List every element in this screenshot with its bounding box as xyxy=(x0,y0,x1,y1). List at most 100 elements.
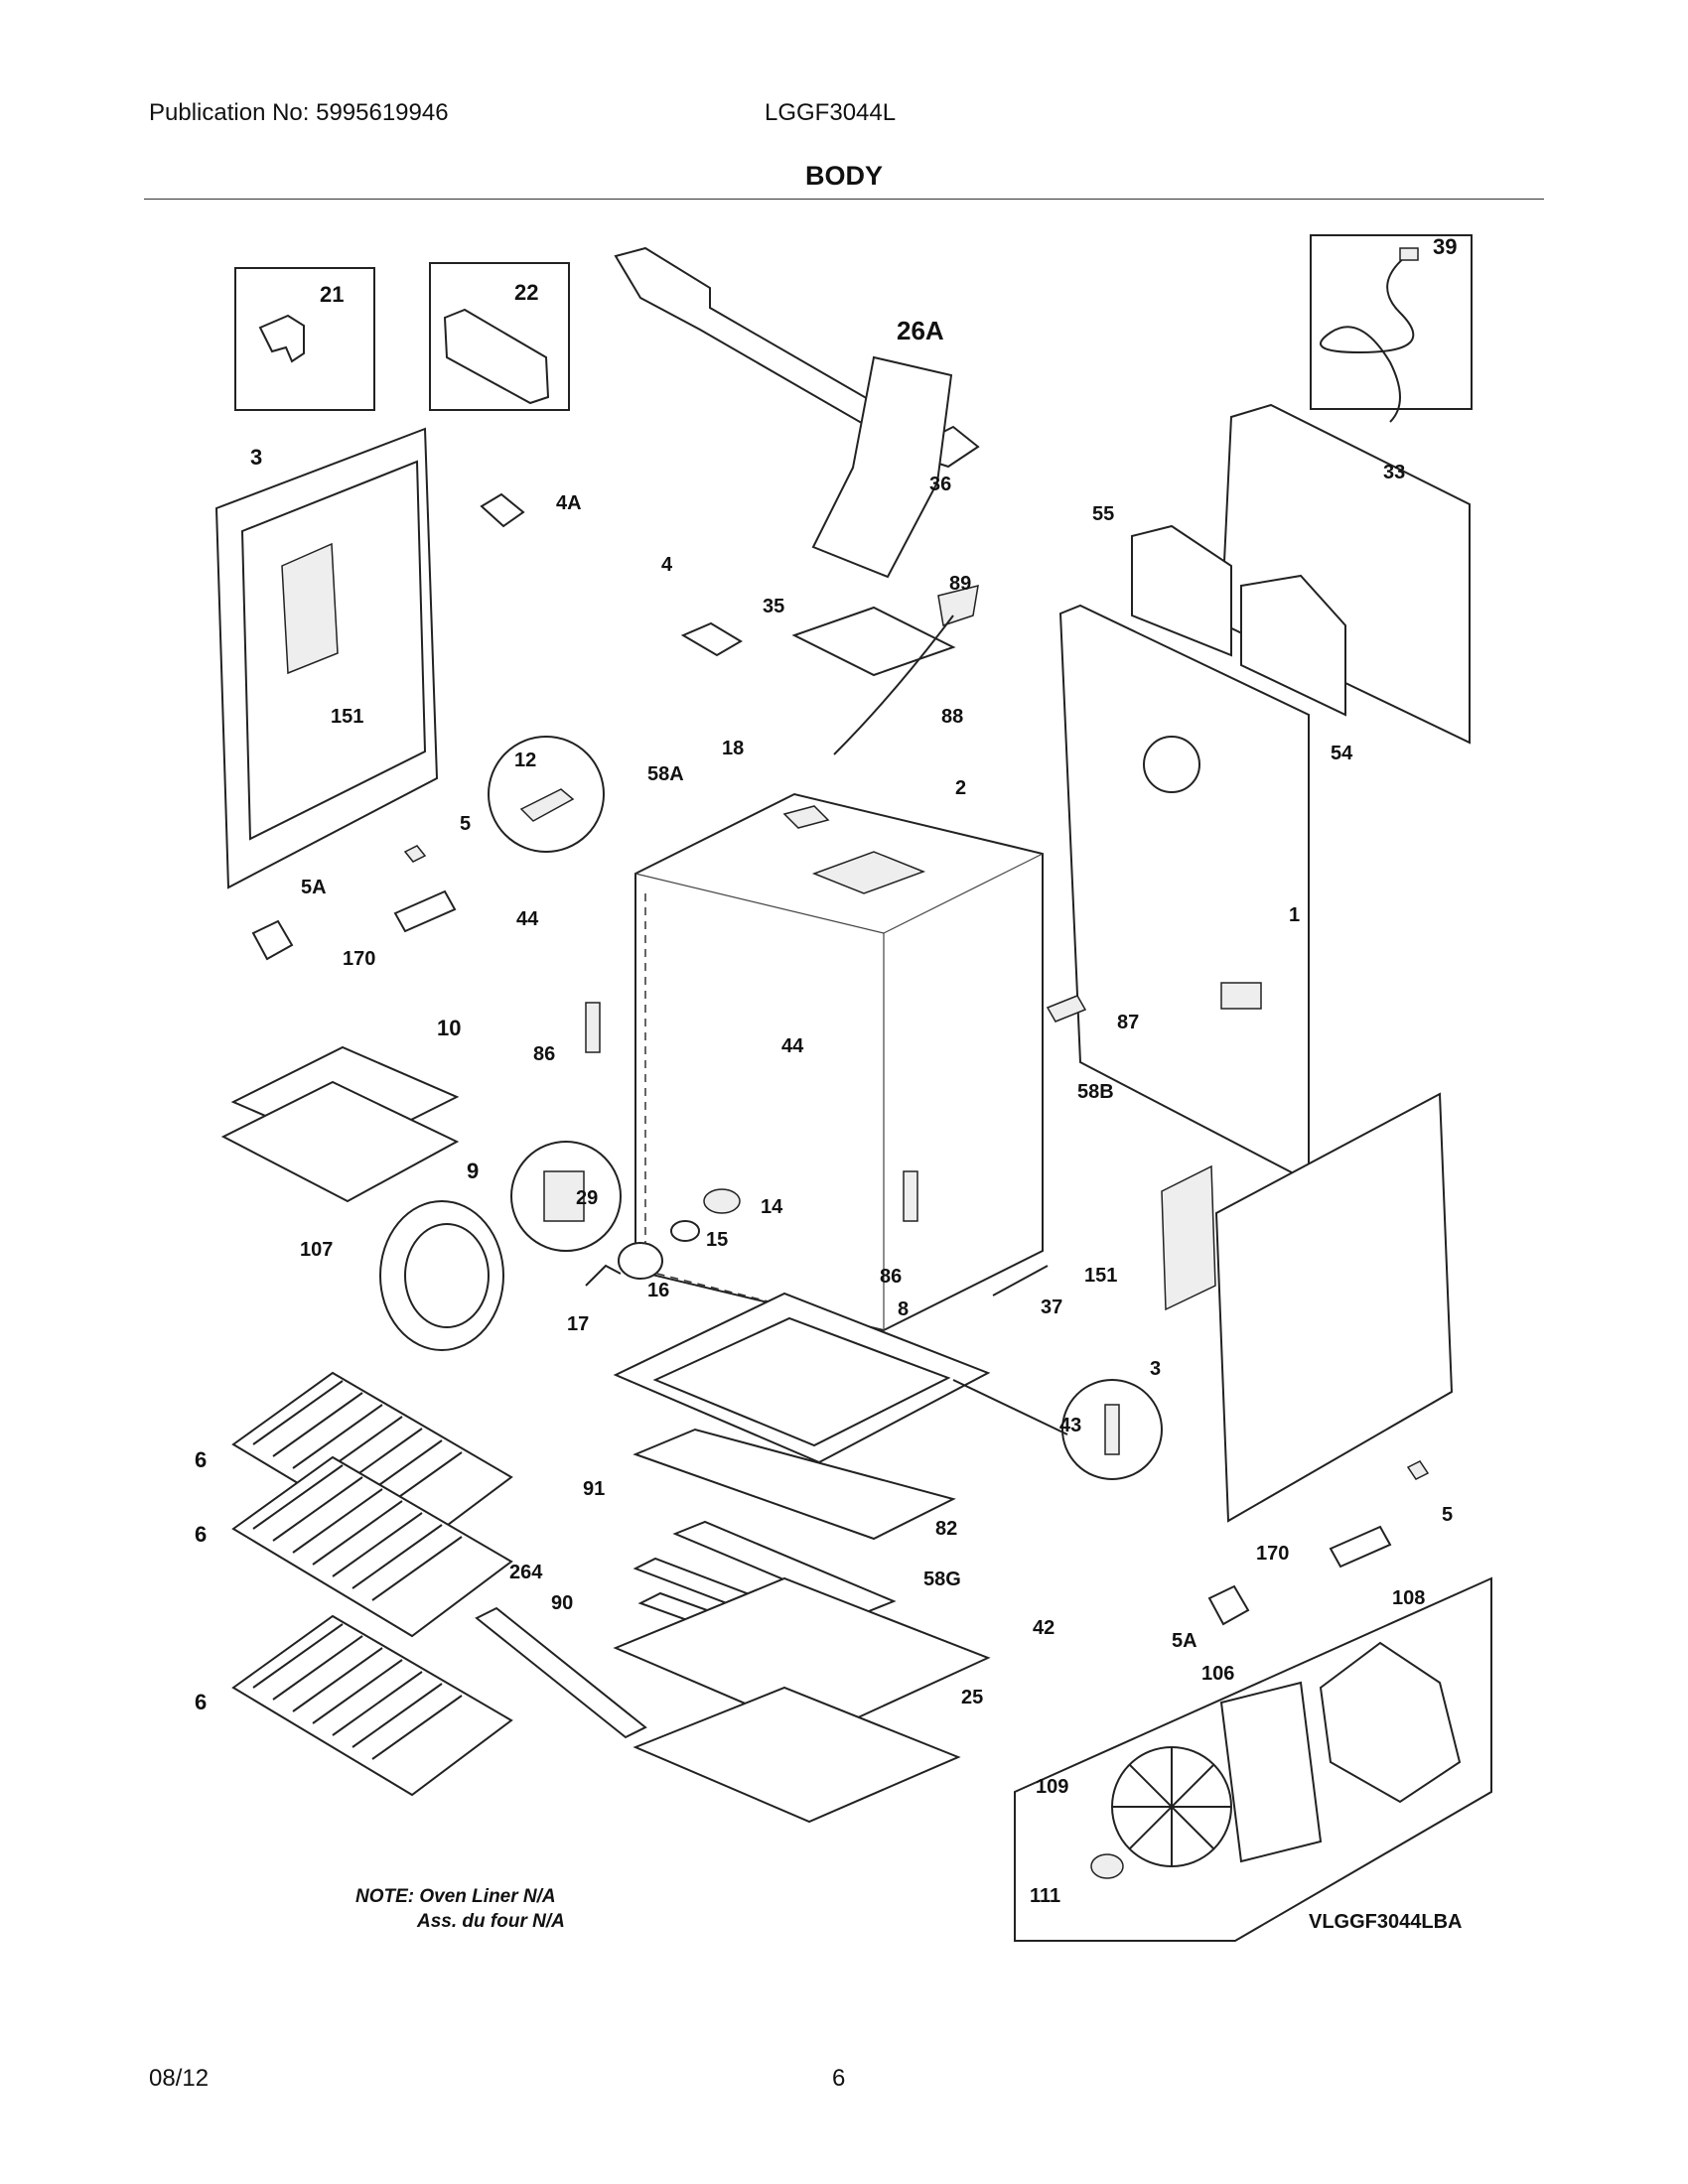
part-86-bracket-left xyxy=(585,1002,601,1053)
part-39-plug xyxy=(1399,247,1419,261)
callout-151-right: 151 xyxy=(1084,1265,1117,1287)
part-8-oven-bottom xyxy=(613,1292,991,1464)
callout-4: 4 xyxy=(661,554,673,576)
callout-58G: 58G xyxy=(923,1569,961,1590)
callout-109: 109 xyxy=(1036,1776,1068,1798)
callout-21: 21 xyxy=(320,282,344,307)
callout-39: 39 xyxy=(1433,234,1457,259)
part-5A-leveler-left xyxy=(251,919,294,961)
callout-18: 18 xyxy=(722,738,744,759)
part-18-retainer xyxy=(782,805,830,829)
callout-89: 89 xyxy=(949,573,971,595)
callout-16: 16 xyxy=(647,1280,669,1301)
part-12-detail-circle xyxy=(488,736,605,853)
part-43-leader-line xyxy=(952,1379,1068,1435)
part-29-light-switch xyxy=(543,1170,585,1222)
callout-3-right: 3 xyxy=(1150,1358,1161,1380)
callout-264: 264 xyxy=(509,1562,543,1583)
part-54-bracket xyxy=(1240,574,1346,717)
callout-3-left: 3 xyxy=(250,445,262,470)
part-87-tape xyxy=(1046,995,1087,1023)
part-35-gasket xyxy=(791,606,956,677)
part-37-wire xyxy=(992,1265,1049,1297)
part-6-oven-rack-2 xyxy=(231,1455,513,1638)
part-55-cover xyxy=(1131,524,1232,657)
part-22-bracket xyxy=(443,308,550,405)
callout-5-right: 5 xyxy=(1442,1504,1453,1526)
callout-5A-right: 5A xyxy=(1172,1630,1197,1652)
part-14-socket xyxy=(703,1188,741,1214)
callout-6-upper: 6 xyxy=(195,1447,207,1472)
part-5A-leveler-right xyxy=(1207,1584,1250,1626)
part-9-broiler-pan xyxy=(220,1080,460,1203)
callout-111: 111 xyxy=(1030,1885,1060,1907)
callout-43: 43 xyxy=(1059,1415,1081,1436)
part-4-clip xyxy=(680,621,743,657)
part-107-fan-grille xyxy=(404,1223,490,1328)
callout-35: 35 xyxy=(763,596,784,617)
callout-1: 1 xyxy=(1289,904,1300,926)
part-106-motor-bracket xyxy=(1219,1681,1323,1863)
publication-number: Publication No: 5995619946 xyxy=(149,99,449,126)
oven-cavity-top-edge xyxy=(883,853,1044,934)
callout-44-lower: 44 xyxy=(781,1035,804,1057)
callout-44-upper: 44 xyxy=(516,908,539,930)
callout-86-left: 86 xyxy=(533,1043,555,1065)
section-title: BODY xyxy=(804,161,883,191)
callout-5A-left: 5A xyxy=(301,877,327,898)
callout-58B: 58B xyxy=(1077,1081,1114,1103)
part-1-rear-panel xyxy=(1058,604,1310,1183)
part-151-left-bracket xyxy=(281,542,339,675)
part-6-rack-1-wires xyxy=(252,1380,463,1517)
callout-170-right: 170 xyxy=(1256,1543,1289,1565)
note-oven-liner-french: Ass. du four N/A xyxy=(417,1911,565,1932)
part-25-floor-panel xyxy=(633,1686,961,1824)
callout-55: 55 xyxy=(1092,503,1114,525)
part-21-clip xyxy=(258,314,305,363)
callout-15: 15 xyxy=(706,1229,728,1251)
footer-date: 08/12 xyxy=(149,2065,210,2092)
callout-108: 108 xyxy=(1392,1587,1425,1609)
part-4A-clip xyxy=(480,492,525,528)
part-264-bracket xyxy=(475,1606,647,1739)
callout-6-middle: 6 xyxy=(195,1522,207,1547)
part-6-oven-rack-3 xyxy=(231,1614,513,1797)
callout-58A: 58A xyxy=(647,763,684,785)
callout-106: 106 xyxy=(1201,1663,1234,1685)
part-6-rack-3-wires xyxy=(252,1623,463,1760)
callout-22: 22 xyxy=(514,280,538,305)
callout-14: 14 xyxy=(761,1196,783,1218)
part-111-nut xyxy=(1090,1853,1124,1879)
callout-33: 33 xyxy=(1383,462,1405,483)
part-170-bracket-left xyxy=(393,889,457,933)
callout-10: 10 xyxy=(437,1016,461,1040)
part-5-screw-left xyxy=(403,845,427,863)
callout-107: 107 xyxy=(300,1239,333,1261)
part-43-screw xyxy=(1104,1404,1120,1455)
part-39-power-cord xyxy=(1320,252,1415,423)
callout-9: 9 xyxy=(467,1159,479,1183)
header-rule xyxy=(144,199,1544,200)
part-3-right-side-panel xyxy=(1214,1092,1454,1523)
footer-page-number: 6 xyxy=(832,2065,846,2092)
callout-90: 90 xyxy=(551,1592,573,1614)
callout-42: 42 xyxy=(1033,1617,1055,1639)
callout-29: 29 xyxy=(576,1187,598,1209)
part-3-left-panel-inner xyxy=(240,460,427,841)
part-1-rear-panel-hole xyxy=(1143,736,1200,793)
part-108-fan-motor xyxy=(1319,1641,1462,1804)
callout-37: 37 xyxy=(1041,1297,1062,1318)
callout-54: 54 xyxy=(1331,743,1353,764)
callout-25: 25 xyxy=(961,1687,983,1708)
model-number: LGGF3044L xyxy=(765,99,897,126)
note-oven-liner: NOTE: Oven Liner N/A xyxy=(355,1886,556,1907)
part-170-bracket-right xyxy=(1329,1525,1392,1569)
part-17-clip xyxy=(585,1264,622,1287)
callout-8: 8 xyxy=(898,1298,909,1320)
part-15-bulb xyxy=(670,1220,700,1242)
part-2-vent xyxy=(811,851,926,894)
part-89-sensor xyxy=(937,584,979,626)
callout-5-left: 5 xyxy=(460,813,471,835)
callout-2: 2 xyxy=(955,777,966,799)
